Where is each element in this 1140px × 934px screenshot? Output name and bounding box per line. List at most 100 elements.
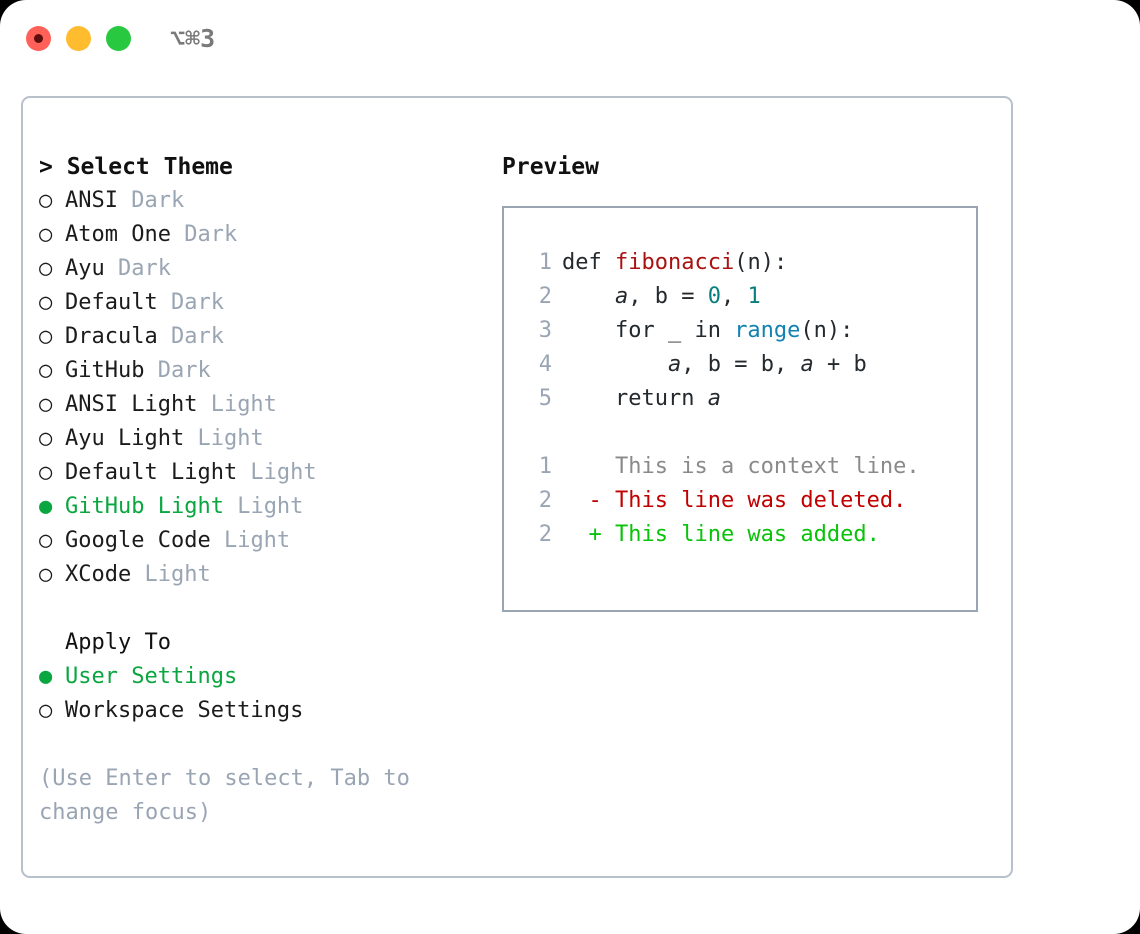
theme-option-label: ANSI Light [65,392,198,417]
radio-unselected-icon: ○ [39,460,53,485]
theme-option-label: GitHub Light [65,494,224,519]
code-token: (n): [734,250,788,275]
radio-unselected-icon: ○ [39,222,53,247]
window-controls [26,26,131,51]
code-token: (n): [800,318,854,343]
apply-to-option[interactable]: ● User Settings [39,660,479,694]
code-line-content: def fibonacci(n): [562,246,787,280]
diff-line-content: - This line was deleted. [562,488,907,513]
diff-line-content: This is a context line. [562,454,920,479]
theme-option-tag: Light [131,562,211,587]
code-line: 3 for _ in range(n): [522,314,976,348]
code-token: b [853,352,867,377]
diff-line: 2 + This line was added. [522,518,976,552]
title-bar: ⌥⌘3 [0,0,1140,78]
theme-option[interactable]: ○Default Light Light [39,456,479,490]
theme-option-label: Default [65,290,158,315]
code-token: , [681,352,708,377]
radio-unselected-icon: ○ [39,528,53,553]
theme-option[interactable]: ●GitHub Light Light [39,490,479,524]
theme-option-label: Google Code [65,528,211,553]
theme-option[interactable]: ○ Ayu Light Light [39,422,479,456]
code-token: b [707,352,721,377]
radio-unselected-icon: ○ [39,188,53,213]
code-line-content: return a [562,382,721,416]
code-line: 5 return a [522,382,976,416]
code-token: a [667,352,682,377]
code-token: = [667,284,708,309]
theme-option[interactable]: ○Default Dark [39,286,479,320]
theme-option-label: Ayu Light [65,426,185,451]
code-token: = [720,352,761,377]
radio-selected-icon: ● [39,664,53,689]
theme-option-label: Atom One [65,222,171,247]
code-line-content: a, b = 0, 1 [562,280,761,314]
apply-to-option[interactable]: ○Workspace Settings [39,694,479,728]
radio-unselected-icon: ○ [39,562,53,587]
keyboard-shortcut-label: ⌥⌘3 [170,24,216,53]
code-token [562,352,668,377]
theme-option-tag: Dark [170,222,238,247]
theme-option-tag: Dark [104,256,171,281]
theme-option[interactable]: ○GitHub Dark [39,354,479,388]
code-line: 2 a, b = 0, 1 [522,280,976,314]
theme-option[interactable]: ○ANSI Dark [39,184,479,218]
code-line-content: a, b = b, a + b [562,348,867,382]
code-diff-spacer [522,416,976,450]
line-number: 1 [538,454,552,479]
theme-option[interactable]: ○ Google Code Light [39,524,479,558]
code-token: for _ in [562,318,735,343]
code-token: b [760,352,774,377]
diff-sample: 1 This is a context line. 2 - This line w… [522,450,976,552]
line-number: 4 [538,352,552,377]
keyboard-hint: (Use Enter to select, Tab to change focu… [39,766,424,825]
radio-unselected-icon: ○ [39,290,53,315]
line-number: 2 [538,522,552,547]
line-number: 1 [538,250,552,275]
code-token: a [800,352,814,377]
radio-unselected-icon: ○ [39,256,53,281]
diff-line: 2 - This line was deleted. [522,484,976,518]
code-token: 1 [747,284,761,309]
theme-option[interactable]: ○ Ayu Dark [39,252,479,286]
code-token: + [813,352,854,377]
radio-unselected-icon: ○ [39,426,53,451]
apply-to-header: Apply To [65,630,171,655]
theme-option[interactable]: ○ XCode Light [39,558,479,592]
theme-option[interactable]: ○ Atom One Dark [39,218,479,252]
theme-option-label: Ayu [65,256,105,281]
code-token: , [628,284,655,309]
line-number: 2 [538,488,552,513]
code-token: fibonacci [614,250,735,275]
code-token: b [654,284,668,309]
preview-title: Preview [502,154,599,180]
zoom-button[interactable] [106,26,131,51]
select-theme-header: > Select Theme [39,154,233,180]
theme-option-tag: Light [184,426,264,451]
theme-option-label: XCode [65,562,132,587]
theme-list: ○ANSI Dark○Atom One Dark○Ayu Dark○Defaul… [39,184,479,592]
theme-option[interactable]: ○ANSI Light Light [39,388,479,422]
code-token: return [562,386,708,411]
radio-unselected-icon: ○ [39,324,53,349]
line-number: 3 [538,318,552,343]
theme-option-tag: Dark [117,188,185,213]
apply-to-option-label: User Settings [65,664,238,689]
apply-to-option-label: Workspace Settings [65,698,304,723]
section-spacer [39,592,479,626]
theme-option-tag: Light [210,528,291,553]
code-token: , [773,352,801,377]
close-button[interactable] [26,26,51,51]
theme-option[interactable]: ○Dracula Dark [39,320,479,354]
line-number: 5 [538,386,552,411]
code-line: 1 def fibonacci(n): [522,246,976,280]
code-token [562,284,615,309]
theme-option-tag: Light [237,460,317,485]
code-token: a [707,386,721,411]
code-token: , [720,284,748,309]
minimize-button[interactable] [66,26,91,51]
code-token: def [562,250,615,275]
